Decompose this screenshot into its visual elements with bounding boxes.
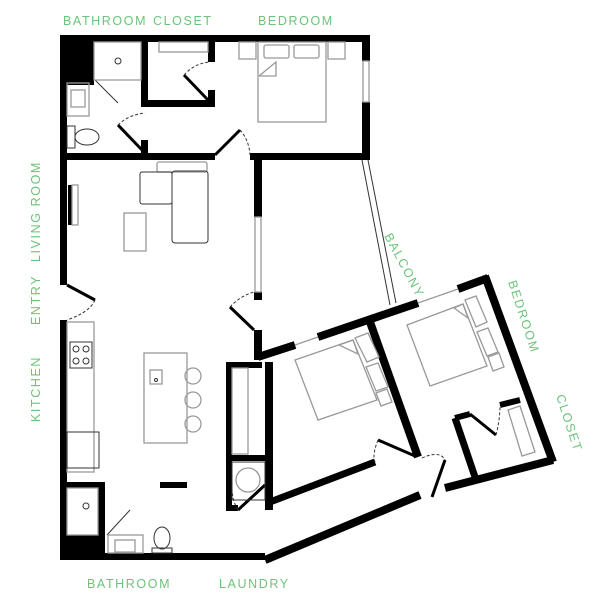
label-laundry: LAUNDRY: [219, 577, 290, 591]
label-kitchen: KITCHEN: [29, 356, 43, 422]
walls: [60, 35, 557, 564]
label-closet-right: CLOSET: [553, 393, 585, 454]
label-entry: ENTRY: [29, 275, 43, 325]
label-bathroom-bottom: BATHROOM: [87, 577, 171, 591]
label-bedroom-top: BEDROOM: [258, 14, 334, 28]
doors: [66, 61, 501, 536]
label-closet-top: CLOSET: [153, 14, 213, 28]
windows: [254, 60, 459, 346]
label-bathroom-top: BATHROOM: [63, 14, 147, 28]
label-living-room: LIVING ROOM: [29, 161, 43, 262]
furniture: [66, 41, 536, 554]
